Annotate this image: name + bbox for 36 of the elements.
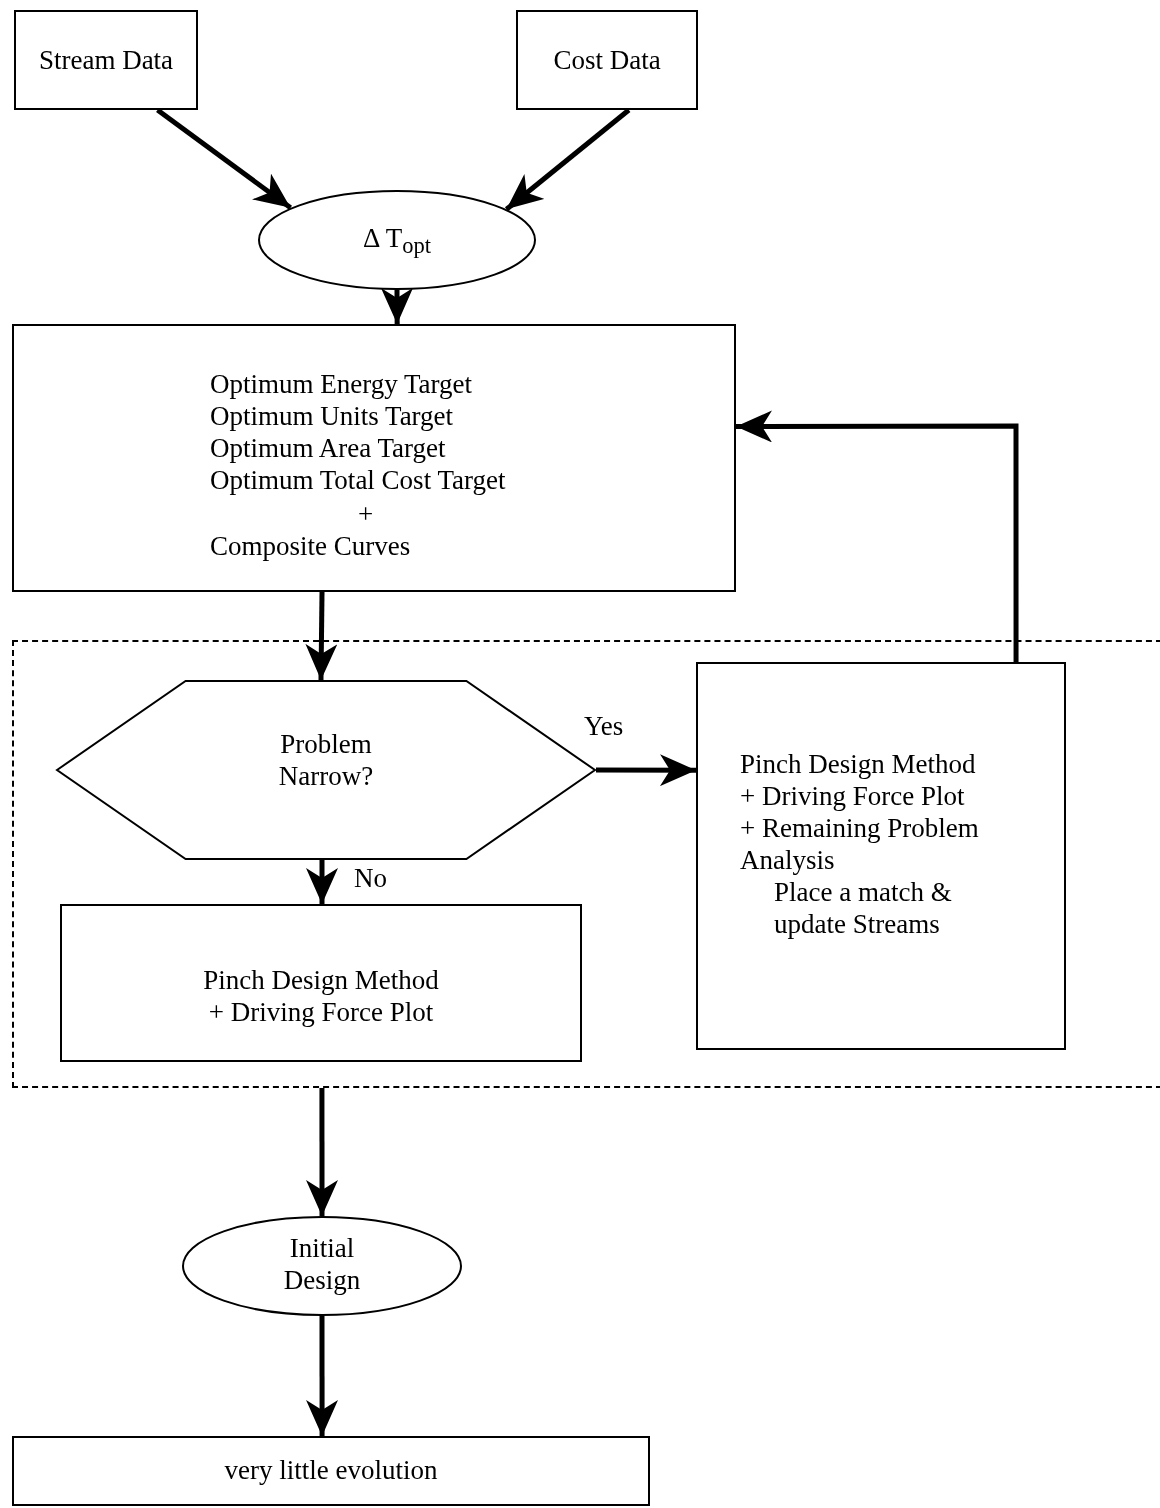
node-text: Stream Data bbox=[38, 44, 174, 76]
node-text: Δ T$_{opt}$ bbox=[363, 222, 431, 261]
process-box bbox=[60, 904, 582, 1062]
node-text: Optimum Area Target bbox=[210, 432, 446, 464]
node-text: Optimum Units Target bbox=[210, 400, 454, 432]
arrow bbox=[306, 1088, 338, 1216]
arrow bbox=[306, 1316, 339, 1436]
arrow bbox=[596, 754, 696, 787]
result-box bbox=[12, 1436, 650, 1506]
node-text: Cost Data bbox=[553, 44, 661, 76]
node-text: Optimum Energy Target bbox=[210, 368, 473, 400]
arrow bbox=[504, 108, 631, 212]
input-box bbox=[14, 10, 198, 110]
ellipse-node bbox=[258, 190, 536, 290]
node-text: Initial Design bbox=[282, 1232, 362, 1296]
node-text: + Remaining Problem Analysis bbox=[740, 812, 980, 876]
input-box bbox=[516, 10, 698, 110]
target-box bbox=[12, 324, 736, 592]
arrow bbox=[305, 591, 338, 681]
ellipse-node bbox=[182, 1216, 462, 1316]
node-text: Optimum Total Cost Target bbox=[210, 464, 506, 496]
node-text: Pinch Design Method bbox=[740, 748, 976, 780]
arrow bbox=[736, 410, 1019, 662]
node-text: + Driving Force Plot bbox=[208, 996, 434, 1028]
process-box bbox=[696, 662, 1066, 1050]
node-text: Pinch Design Method bbox=[203, 964, 439, 996]
arrow bbox=[306, 860, 338, 904]
dashed-boundary bbox=[12, 640, 1160, 1088]
node-text: + Driving Force Plot bbox=[740, 780, 965, 812]
node-text: Composite Curves bbox=[210, 530, 411, 562]
arrow bbox=[156, 108, 292, 210]
node-text: Place a match & update Streams bbox=[774, 876, 953, 940]
node-text: very little evolution bbox=[224, 1454, 438, 1486]
arrow bbox=[381, 287, 413, 324]
node-text: + bbox=[358, 498, 374, 530]
node-text: Problem Narrow? bbox=[277, 728, 375, 792]
